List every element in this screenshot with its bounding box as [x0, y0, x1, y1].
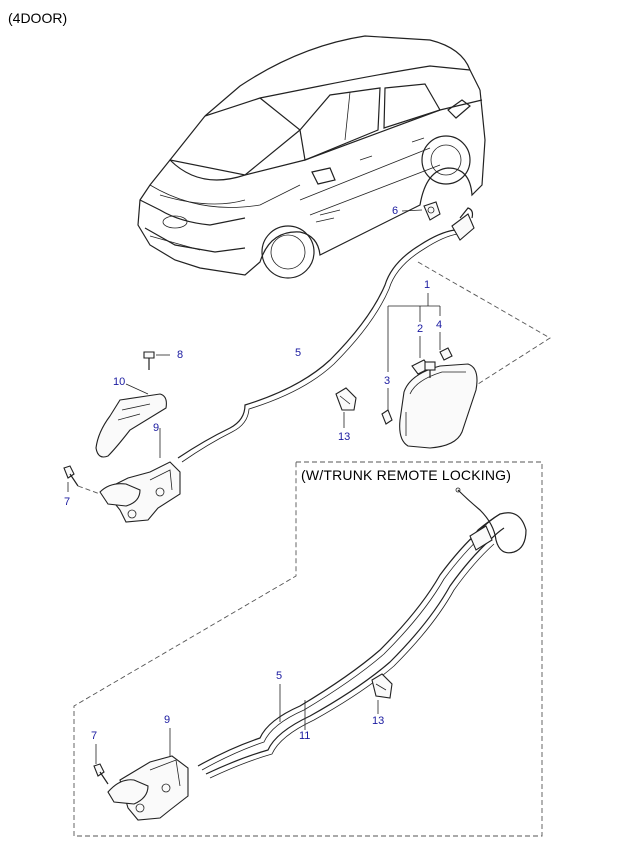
callout-13-lower: 13: [372, 715, 385, 727]
part-8-bolt: [143, 351, 155, 370]
part-9-latch-lower: [107, 755, 189, 821]
callout-9-upper: 9: [153, 422, 160, 434]
callout-6: 6: [392, 205, 399, 217]
callout-9-lower: 9: [164, 714, 171, 726]
car-illustration: [137, 35, 486, 279]
cable-5-lower: [197, 513, 501, 767]
part-4-screw: [439, 347, 453, 361]
part-10-release-handle: [95, 393, 167, 458]
section-label-trunk-remote: (W/TRUNK REMOTE LOCKING): [301, 467, 512, 483]
callout-7-lower: 7: [91, 730, 98, 742]
part-13-clip-lower: [371, 673, 393, 699]
cable-11: [205, 527, 505, 775]
part-7-screw-lower: [93, 763, 109, 785]
cable-end-bracket: [455, 487, 493, 551]
callout-4: 4: [436, 319, 443, 331]
part-1-fuel-filler-door: [399, 359, 478, 449]
callout-7-upper: 7: [64, 496, 71, 508]
callout-8: 8: [177, 349, 184, 361]
cable-5-upper: [177, 229, 456, 459]
part-3-spring: [381, 409, 393, 425]
part-9-latch-upper: [99, 461, 181, 523]
trunk-remote-box: [73, 461, 543, 837]
callout-3: 3: [384, 375, 391, 387]
callout-1-bracket: [387, 293, 441, 372]
callout-5-upper: 5: [295, 347, 302, 359]
diagram-title: (4DOOR): [8, 10, 68, 26]
callout-10: 10: [113, 376, 126, 388]
callout-5-lower: 5: [276, 670, 283, 682]
callout-1: 1: [424, 279, 431, 291]
fuel-lid-cable-end: [451, 207, 475, 241]
callout-11: 11: [299, 730, 311, 742]
callout-13-upper: 13: [338, 431, 351, 443]
part-7-screw-upper: [63, 465, 79, 487]
guide-line-fuel-door: [417, 261, 551, 385]
part-13-clip-upper: [335, 387, 357, 411]
part-6-clip: [423, 201, 441, 221]
callout-2: 2: [417, 323, 424, 335]
part-2-bolt: [424, 361, 436, 378]
